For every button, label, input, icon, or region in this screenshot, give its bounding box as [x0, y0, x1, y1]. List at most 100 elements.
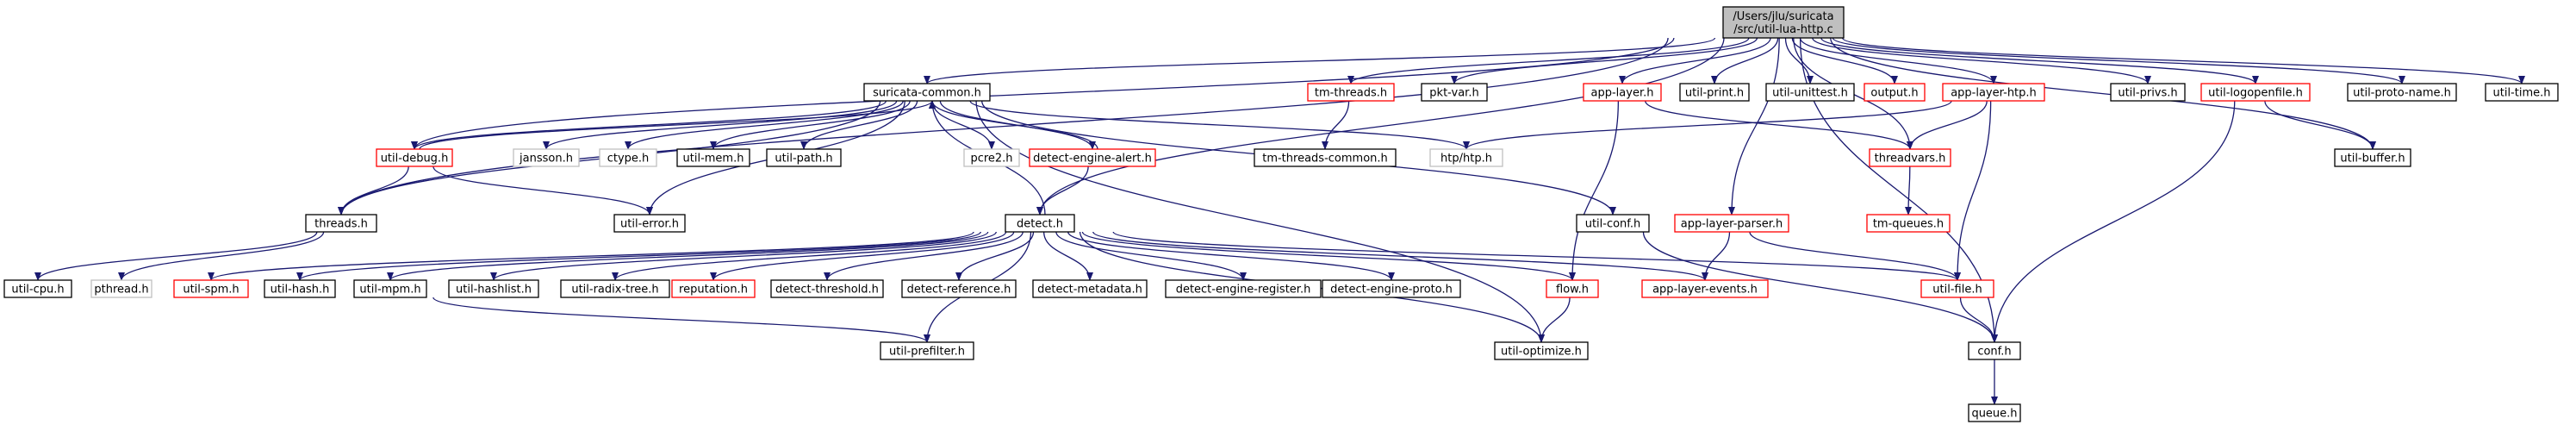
node-label: suricata-common.h: [873, 87, 981, 100]
edge-root-to-util-proto-name: [1832, 37, 2405, 84]
node-conf[interactable]: conf.h: [1968, 341, 2021, 360]
edge-suricata-common-to-ctype: [625, 100, 904, 150]
node-util-privs[interactable]: util-privs.h: [2110, 83, 2186, 102]
node-app-layer-parser[interactable]: app-layer-parser.h: [1674, 214, 1789, 233]
node-util-mem[interactable]: util-mem.h: [676, 148, 750, 167]
node-label: util-privs.h: [2118, 87, 2177, 100]
node-label: pcre2.h: [970, 153, 1012, 166]
node-queue[interactable]: queue.h: [1968, 403, 2021, 422]
node-label: jansson.h: [519, 153, 573, 166]
node-util-path[interactable]: util-path.h: [766, 148, 842, 167]
node-tm-threads-common[interactable]: tm-threads-common.h: [1254, 148, 1397, 167]
edge-threadvars-to-tm-queues: [1905, 166, 1913, 216]
edge-suricata-common-to-util-path: [800, 100, 918, 150]
node-box: [264, 279, 336, 298]
node-reputation[interactable]: reputation.h: [671, 279, 756, 298]
node-app-layer[interactable]: app-layer.h: [1583, 83, 1662, 102]
node-util-debug[interactable]: util-debug.h: [376, 148, 453, 167]
node-box: [1494, 341, 1589, 360]
node-util-radix-tree[interactable]: util-radix-tree.h: [560, 279, 670, 298]
node-threadvars[interactable]: threadvars.h: [1869, 148, 1951, 167]
node-jansson[interactable]: jansson.h: [513, 148, 580, 167]
node-detect-threshold[interactable]: detect-threshold.h: [770, 279, 884, 298]
node-box: [1032, 279, 1148, 298]
node-util-cpu[interactable]: util-cpu.h: [3, 279, 72, 298]
node-util-time[interactable]: util-time.h: [2485, 83, 2559, 102]
node-htp[interactable]: htp/htp.h: [1429, 148, 1503, 167]
node-suricata-common[interactable]: suricata-common.h: [863, 83, 991, 102]
edge-root-to-util-logopenfile: [1820, 37, 2259, 84]
node-util-prefilter[interactable]: util-prefilter.h: [880, 341, 974, 360]
edge-util-mpm-to-util-prefilter: [432, 297, 930, 343]
node-detect-engine-register[interactable]: detect-engine-register.h: [1165, 279, 1322, 298]
node-pcre2[interactable]: pcre2.h: [963, 148, 1020, 167]
node-box: [1254, 148, 1397, 167]
edge-threads-to-util-cpu: [34, 231, 318, 281]
node-tm-threads[interactable]: tm-threads.h: [1307, 83, 1395, 102]
node-app-layer-events[interactable]: app-layer-events.h: [1641, 279, 1769, 298]
node-util-hash[interactable]: util-hash.h: [264, 279, 336, 298]
edge-util-file-to-conf: [1959, 297, 1998, 343]
node-util-optimize[interactable]: util-optimize.h: [1494, 341, 1589, 360]
node-util-buffer[interactable]: util-buffer.h: [2334, 148, 2411, 167]
node-app-layer-htp[interactable]: app-layer-htp.h: [1942, 83, 2045, 102]
edge-detect-to-util-hash: [296, 231, 981, 281]
node-label: detect-engine-alert.h: [1033, 153, 1152, 166]
node-util-conf[interactable]: util-conf.h: [1576, 214, 1650, 233]
node-tm-queues[interactable]: tm-queues.h: [1866, 214, 1951, 233]
edge-app-layer-parser-to-util-file: [1749, 231, 1961, 281]
node-threads[interactable]: threads.h: [305, 214, 377, 233]
edge-detect-to-detect-metadata: [1042, 231, 1093, 281]
node-label: app-layer-parser.h: [1681, 218, 1783, 231]
node-detect-engine-proto[interactable]: detect-engine-proto.h: [1322, 279, 1461, 298]
node-label: util-radix-tree.h: [571, 284, 658, 297]
node-detect-reference[interactable]: detect-reference.h: [901, 279, 1017, 298]
node-detect-engine-alert[interactable]: detect-engine-alert.h: [1029, 148, 1156, 167]
node-label: /src/util-lua-http.c: [1733, 23, 1832, 36]
node-pthread[interactable]: pthread.h: [90, 279, 152, 298]
node-label: app-layer-events.h: [1652, 284, 1758, 297]
node-box: [766, 148, 842, 167]
node-flow[interactable]: flow.h: [1546, 279, 1599, 298]
node-box: [305, 214, 377, 233]
node-box: [963, 148, 1020, 167]
node-box: [1722, 6, 1845, 39]
edge-app-layer-to-flow: [1569, 100, 1620, 281]
node-label: app-layer.h: [1591, 87, 1654, 100]
node-label: threadvars.h: [1875, 153, 1946, 166]
node-box: [3, 279, 72, 298]
node-util-unittest[interactable]: util-unittest.h: [1765, 83, 1855, 102]
node-box: [2334, 148, 2411, 167]
edge-app-layer-to-threadvars: [1645, 100, 1913, 150]
node-output[interactable]: output.h: [1864, 83, 1926, 102]
node-label: detect-reference.h: [907, 284, 1011, 297]
node-box: [676, 148, 750, 167]
node-util-mpm[interactable]: util-mpm.h: [353, 279, 427, 298]
edge-suricata-common-to-util-mem: [710, 100, 911, 150]
node-util-spm[interactable]: util-spm.h: [173, 279, 249, 298]
node-ctype[interactable]: ctype.h: [599, 148, 657, 167]
node-util-print[interactable]: util-print.h: [1679, 83, 1750, 102]
node-util-error[interactable]: util-error.h: [613, 214, 686, 233]
edge-suricata-common-to-util-optimize: [975, 100, 1545, 343]
node-layer: /Users/jlu/suricata/src/util-lua-http.c s…: [3, 6, 2559, 422]
node-util-hashlist[interactable]: util-hashlist.h: [448, 279, 539, 298]
node-root: /Users/jlu/suricata/src/util-lua-http.c: [1722, 6, 1845, 39]
node-detect[interactable]: detect.h: [1005, 214, 1075, 233]
node-label: conf.h: [1977, 346, 2011, 359]
edge-root-to-util-time: [1841, 37, 2525, 84]
node-util-proto-name[interactable]: util-proto-name.h: [2347, 83, 2457, 102]
node-label: util-proto-name.h: [2353, 87, 2451, 100]
edge-root-to-threads: [338, 37, 1669, 216]
node-util-file[interactable]: util-file.h: [1920, 279, 1994, 298]
node-label: util-spm.h: [183, 284, 239, 297]
edge-app-layer-htp-to-threadvars: [1907, 100, 1988, 150]
node-label: util-cpu.h: [11, 284, 64, 297]
node-detect-metadata[interactable]: detect-metadata.h: [1032, 279, 1148, 298]
node-box: [901, 279, 1017, 298]
node-label: util-unittest.h: [1772, 87, 1848, 100]
node-label: util-prefilter.h: [889, 346, 965, 359]
node-util-logopenfile[interactable]: util-logopenfile.h: [2200, 83, 2311, 102]
node-box: [1674, 214, 1789, 233]
node-pkt-var[interactable]: pkt-var.h: [1421, 83, 1488, 102]
